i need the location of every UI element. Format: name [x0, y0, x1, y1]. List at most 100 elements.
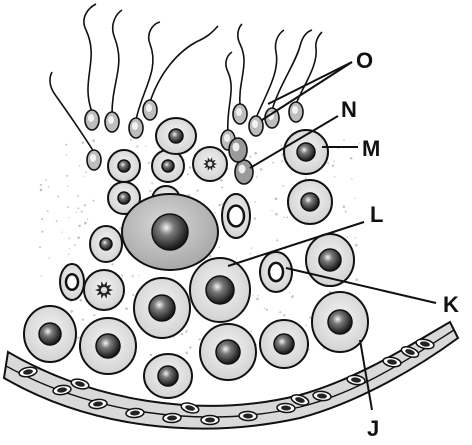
stipple-dot [47, 210, 49, 212]
stipple-dot [355, 237, 357, 239]
label-k: K [443, 292, 459, 317]
stipple-dot [271, 210, 272, 211]
spermatid-cell [108, 150, 140, 182]
spermatid-highlight [239, 165, 246, 174]
spermatid-highlight [233, 143, 240, 152]
stipple-dot [74, 244, 76, 246]
stipple-dot [254, 217, 256, 219]
stipple-dot [57, 196, 59, 198]
sperm-head-highlight [292, 106, 298, 114]
stipple-dot [68, 238, 70, 240]
stipple-dot [196, 190, 198, 192]
stipple-dot [84, 222, 87, 225]
stipple-dot [275, 213, 278, 216]
cell-nucleus [152, 214, 188, 250]
cell-nucleus [301, 193, 319, 211]
stipple-dot [79, 299, 82, 302]
cell-nucleus [39, 323, 61, 345]
cell-nucleus [328, 310, 352, 334]
label-n: N [341, 97, 357, 122]
stipple-dot [70, 310, 73, 313]
stipple-dot [187, 173, 189, 175]
sperm-tail [256, 30, 284, 118]
stipple-dot [286, 217, 288, 219]
stipple-dot [220, 179, 223, 182]
cell-nucleus [319, 249, 341, 271]
stipple-dot [327, 162, 329, 164]
stipple-dot [189, 346, 191, 348]
stipple-dot [82, 142, 84, 144]
cell-nucleus [118, 160, 130, 172]
ring-nucleus [269, 263, 283, 281]
stipple-dot [121, 276, 122, 277]
sperm-head-highlight [88, 114, 94, 122]
stipple-dot [257, 295, 258, 296]
stipple-dot [75, 212, 76, 213]
stipple-dot [214, 212, 215, 213]
secondary-spermatocyte-m [284, 130, 328, 174]
spermatid-k [260, 252, 292, 292]
stipple-dot [111, 263, 113, 265]
spermatid-cell [90, 226, 122, 262]
stipple-dot [68, 254, 70, 256]
stipple-dot [251, 331, 253, 333]
stipple-dot [82, 319, 84, 321]
cell-nucleus [274, 334, 294, 354]
label-l: L [370, 202, 383, 227]
stipple-dot [79, 165, 80, 166]
sperm-head-highlight [252, 120, 258, 128]
stipple-dot [354, 198, 355, 199]
stipple-dot [189, 166, 191, 168]
stipple-dot [181, 333, 183, 335]
stipple-dot [77, 337, 79, 339]
stipple-dot [149, 190, 151, 192]
stipple-dot [145, 145, 146, 146]
sperm-tail [226, 52, 232, 132]
stipple-dot [78, 225, 81, 228]
label-o: O [356, 48, 373, 73]
stipple-dot [185, 351, 188, 354]
stipple-dot [254, 152, 257, 155]
stipple-dot [283, 216, 285, 218]
stipple-dot [281, 145, 283, 147]
cell-nucleus [206, 276, 234, 304]
label-j: J [367, 416, 379, 441]
label-m: M [362, 136, 380, 161]
stipple-dot [92, 139, 95, 142]
stipple-dot [150, 354, 153, 357]
stipple-dot [356, 278, 359, 281]
stipple-dot [77, 207, 79, 209]
stipple-dot [138, 275, 139, 276]
stipple-dot [48, 186, 50, 188]
stipple-dot [355, 244, 358, 247]
large-primary-spermatocyte [122, 194, 218, 270]
sperm-head-highlight [224, 134, 230, 142]
stipple-dot [77, 236, 80, 239]
sperm-tail [150, 26, 218, 102]
sperm-head-highlight [90, 154, 96, 162]
stipple-dot [305, 176, 306, 177]
stipple-dot [48, 257, 50, 259]
cell-nucleus [169, 129, 183, 143]
stipple-dot [251, 247, 252, 248]
stipple-dot [45, 179, 47, 181]
spermatogonium [200, 324, 256, 380]
sperm-tail [84, 4, 96, 112]
stipple-dot [249, 253, 251, 255]
stipple-dot [187, 330, 188, 331]
stipple-dot [281, 154, 283, 156]
cell-layers [24, 118, 368, 398]
cell-nucleus [158, 366, 178, 386]
stipple-dot [333, 161, 335, 163]
stipple-dot [350, 157, 353, 160]
spermatozoa-group [50, 4, 322, 184]
sperm-tail [238, 24, 244, 106]
stipple-dot [119, 227, 121, 229]
stipple-dot [291, 296, 294, 299]
secondary-spermatocyte [288, 180, 332, 224]
stipple-dot [85, 172, 87, 174]
cell-nucleus [216, 340, 240, 364]
stipple-dot [359, 142, 360, 143]
stipple-dot [334, 176, 336, 178]
stipple-dot [272, 162, 274, 164]
